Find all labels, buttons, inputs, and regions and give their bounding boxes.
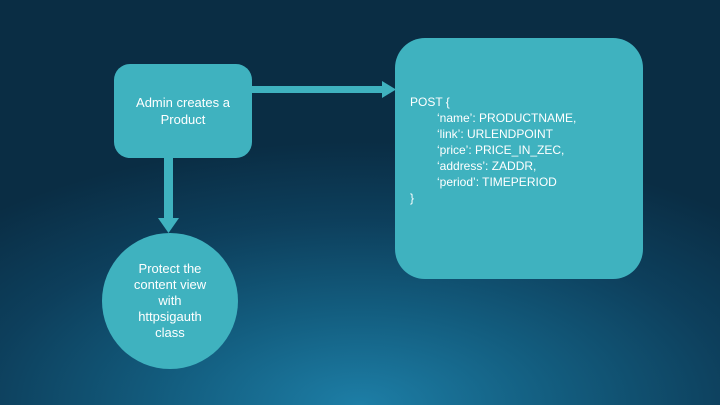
admin-creates-product-node: Admin creates a Product bbox=[114, 64, 252, 158]
protect-content-view-node: Protect the content view with httpsigaut… bbox=[102, 233, 238, 369]
post-field-period: ‘period’: TIMEPERIOD bbox=[437, 175, 557, 189]
arrow-admin-to-post-head bbox=[382, 81, 396, 98]
post-close-line: } bbox=[410, 191, 415, 205]
post-request-node: POST { ‘name’: PRODUCTNAME, ‘link’: URLE… bbox=[395, 38, 643, 279]
post-field-price: ‘price’: PRICE_IN_ZEC, bbox=[437, 143, 565, 157]
arrow-admin-to-protect-shaft bbox=[164, 158, 173, 220]
post-open-line: POST { bbox=[410, 95, 450, 109]
post-field-address: ‘address’: ZADDR, bbox=[437, 159, 537, 173]
arrow-admin-to-post-shaft bbox=[252, 86, 384, 93]
arrow-admin-to-protect-head bbox=[158, 218, 179, 233]
post-field-link: ‘link’: URLENDPOINT bbox=[437, 127, 554, 141]
post-field-name: ‘name’: PRODUCTNAME, bbox=[437, 111, 577, 125]
protect-node-label: Protect the content view with httpsigaut… bbox=[133, 261, 207, 340]
admin-node-label: Admin creates a Product bbox=[136, 95, 230, 127]
